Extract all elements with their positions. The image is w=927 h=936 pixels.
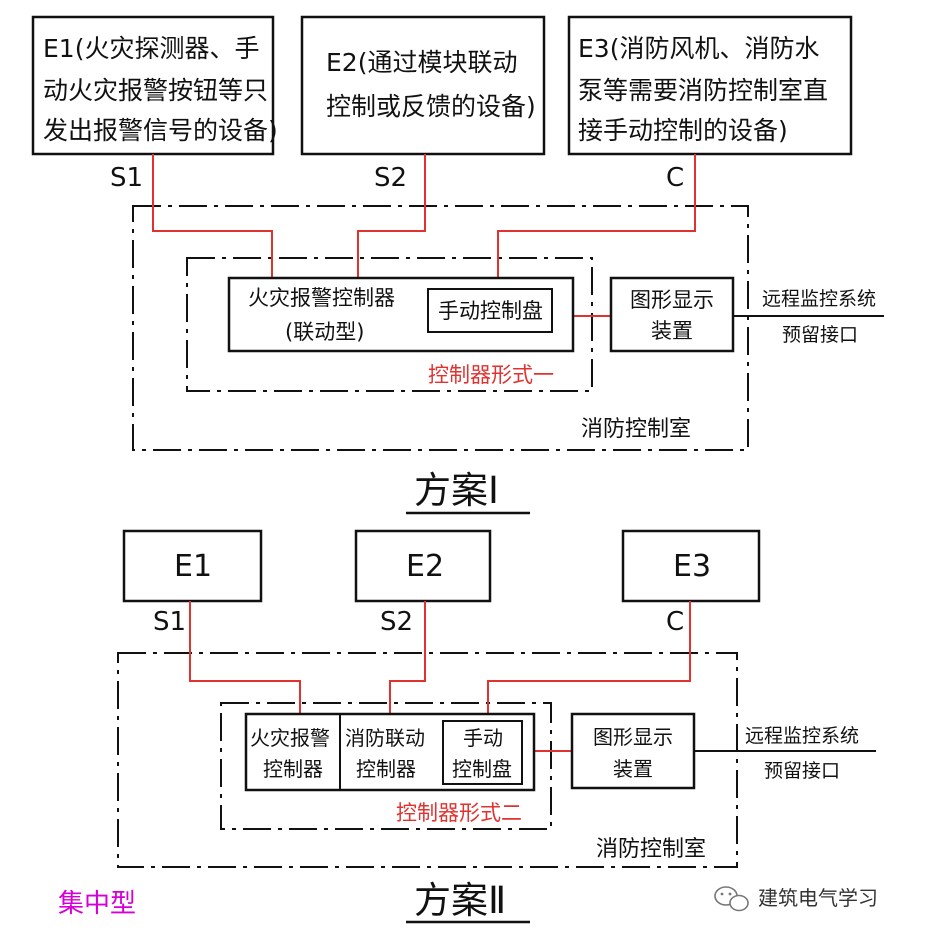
fire-controller-line-1: 火灾报警控制器 bbox=[248, 286, 395, 310]
e3-line-2: 泵等需要消防控制室直 bbox=[578, 76, 828, 105]
manual-panel-box bbox=[442, 720, 523, 785]
remote-line-1: 远程监控系统 bbox=[762, 288, 876, 310]
control-room-label: 消防控制室 bbox=[581, 417, 691, 442]
graphic-display-line-1: 图形显示 bbox=[593, 725, 673, 749]
e3-box bbox=[621, 529, 761, 603]
e2-line-2: 控制或反馈的设备) bbox=[326, 92, 536, 121]
linkage-controller-line-2: 控制器 bbox=[356, 757, 416, 781]
wechat-icon bbox=[714, 886, 749, 912]
graphic-display-box bbox=[570, 712, 696, 790]
scheme-title: 方案Ⅰ bbox=[414, 469, 499, 512]
scheme-2: E1 E2 E3 S1 S2 C 火灾报警 控制器 消防联动 控制器 手动 控制… bbox=[117, 529, 876, 924]
e2-label: E2 bbox=[406, 549, 444, 584]
type-label: 集中型 bbox=[58, 889, 136, 919]
graphic-display-line-2: 装置 bbox=[651, 319, 693, 343]
s1-connection-line bbox=[152, 154, 273, 278]
fire-alarm-controller-line-2: 控制器 bbox=[263, 757, 323, 781]
e1-line-2: 动火灾报警按钮等只 bbox=[43, 76, 268, 105]
e3-box bbox=[567, 15, 853, 156]
c-connection-line bbox=[487, 601, 691, 714]
e3-line-1: E3(消防风机、消防水 bbox=[578, 34, 819, 63]
e2-box bbox=[354, 529, 492, 603]
control-room-label: 消防控制室 bbox=[596, 837, 706, 862]
graphic-display-line-2: 装置 bbox=[613, 757, 653, 781]
s2-connection-line bbox=[389, 601, 426, 714]
manual-panel-box bbox=[427, 288, 553, 333]
scheme-1: E1(火灾探测器、手 动火灾报警按钮等只 发出报警信号的设备) E2(通过模块联… bbox=[31, 15, 884, 515]
s1-label: S1 bbox=[110, 163, 143, 193]
e2-box bbox=[300, 15, 546, 156]
e3-line-3: 接手动控制的设备) bbox=[578, 116, 788, 145]
manual-panel-line-2: 控制盘 bbox=[452, 757, 512, 781]
remote-line-1: 远程监控系统 bbox=[745, 725, 859, 747]
fire-alarm-controller-line-1: 火灾报警 bbox=[250, 726, 330, 750]
c-label: C bbox=[666, 607, 684, 637]
watermark-text: 建筑电气学习 bbox=[758, 886, 878, 910]
e3-label: E3 bbox=[673, 549, 711, 584]
s1-connection-line bbox=[189, 601, 301, 714]
control-room-boundary bbox=[132, 205, 749, 451]
remote-line-2: 预留接口 bbox=[782, 324, 858, 346]
remote-line-2: 预留接口 bbox=[764, 760, 840, 782]
controller-form-label: 控制器形式一 bbox=[428, 363, 554, 387]
s1-label: S1 bbox=[153, 607, 186, 637]
e1-line-1: E1(火灾探测器、手 bbox=[43, 34, 259, 63]
s2-label: S2 bbox=[380, 607, 413, 637]
manual-panel-label: 手动控制盘 bbox=[438, 299, 543, 323]
controller-form-label: 控制器形式二 bbox=[396, 801, 522, 825]
c-label: C bbox=[666, 163, 684, 193]
graphic-display-line-1: 图形显示 bbox=[630, 288, 714, 312]
scheme-title: 方案Ⅱ bbox=[414, 879, 506, 922]
control-room-boundary bbox=[117, 652, 738, 868]
e1-label: E1 bbox=[174, 549, 212, 584]
s2-label: S2 bbox=[374, 163, 407, 193]
e1-line-3: 发出报警信号的设备) bbox=[43, 116, 278, 145]
controller-form-boundary bbox=[220, 702, 552, 830]
e1-box bbox=[31, 15, 275, 156]
fire-controller-line-2: (联动型) bbox=[285, 320, 364, 344]
manual-panel-line-1: 手动 bbox=[463, 726, 503, 750]
graphic-display-box bbox=[609, 276, 735, 353]
s2-connection-line bbox=[357, 154, 426, 278]
c-connection-line bbox=[497, 154, 696, 289]
e2-line-1: E2(通过模块联动 bbox=[326, 48, 517, 77]
linkage-controller-line-1: 消防联动 bbox=[345, 726, 425, 750]
controller-form-boundary bbox=[186, 257, 593, 392]
e1-box bbox=[122, 529, 263, 603]
